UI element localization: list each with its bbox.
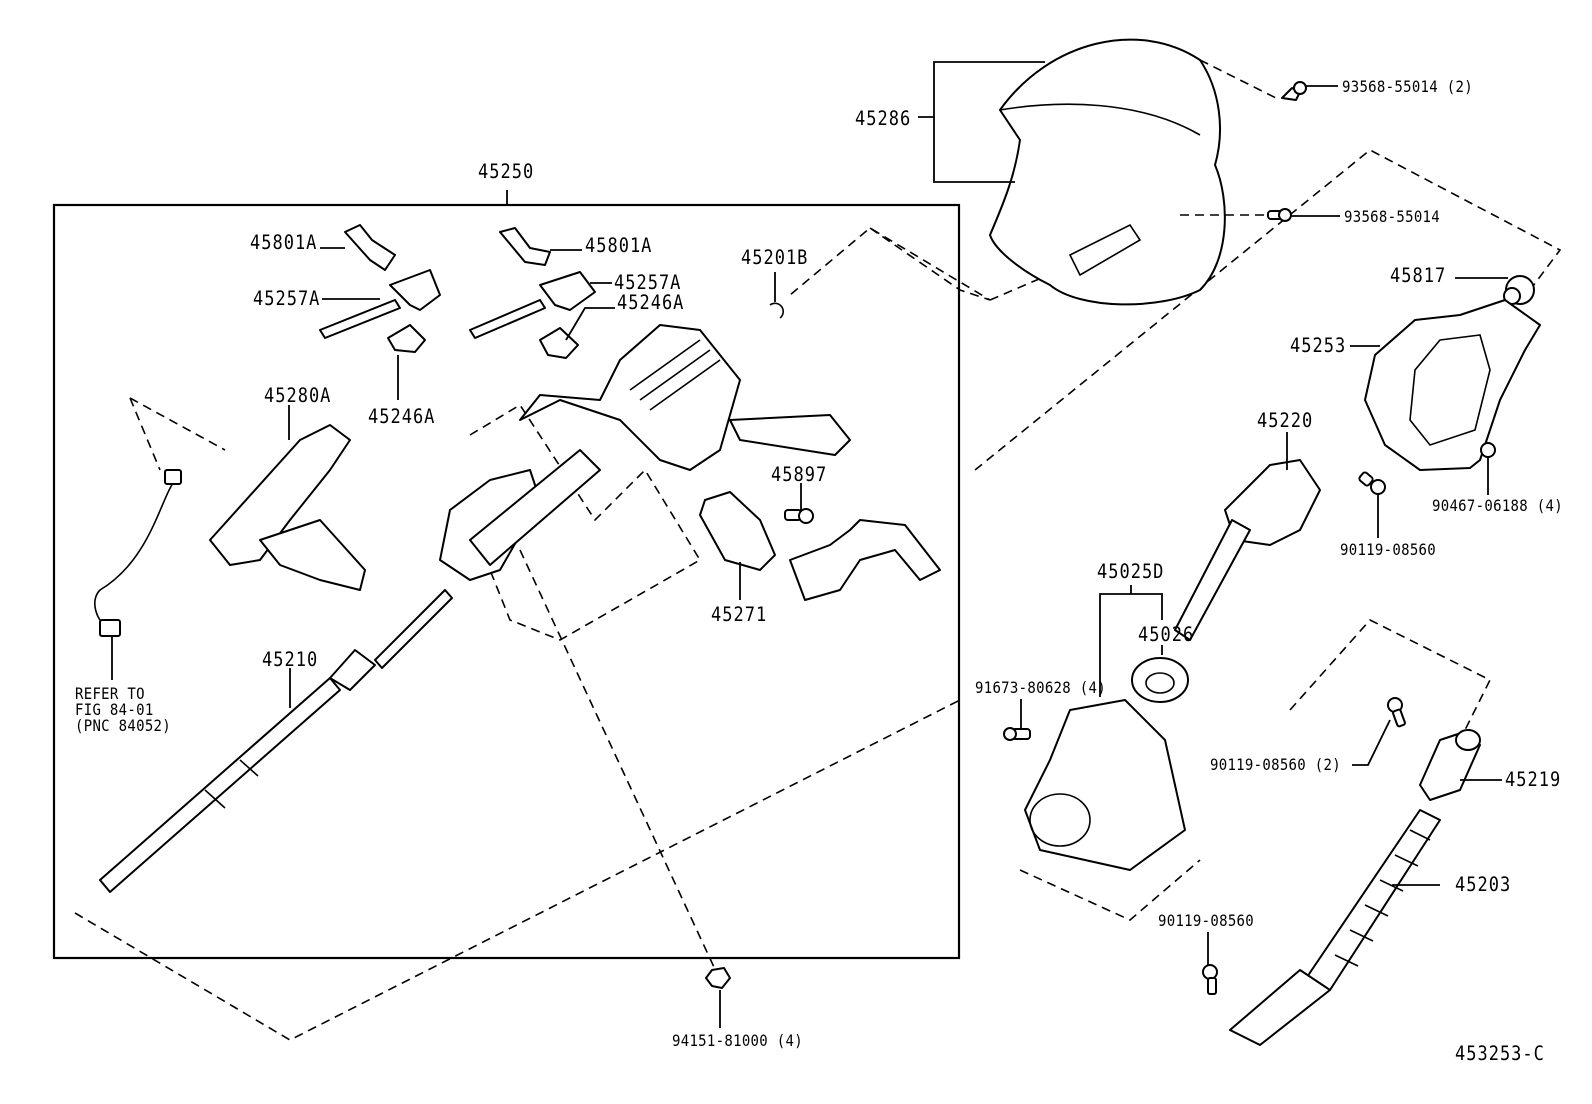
part-45246a-right xyxy=(539,327,579,359)
part-45257a-left xyxy=(319,269,441,339)
reference-note-line2: FIG 84-01 xyxy=(75,701,154,720)
dashed-outline-boot xyxy=(1019,859,1201,921)
bolt-90119-08560-2 xyxy=(1387,697,1406,728)
part-45286-column-cover xyxy=(989,38,1226,306)
dashed-outline-switch-2 xyxy=(129,397,161,471)
part-45219-joint xyxy=(1419,729,1481,801)
part-45246a-left xyxy=(387,324,426,353)
label-45210: 45210 xyxy=(262,648,319,672)
leader-45286-b xyxy=(933,117,1015,183)
part-45201b-clip xyxy=(769,302,784,319)
label-45271: 45271 xyxy=(711,603,768,627)
leader-90119-08560-2 xyxy=(1352,719,1391,766)
label-45897: 45897 xyxy=(771,463,828,487)
label-93568-55014: 93568-55014 xyxy=(1344,208,1441,227)
label-90119-08560-2: 90119-08560 (2) xyxy=(1210,756,1341,775)
bolt-90119-08560-lower xyxy=(1202,964,1218,995)
part-45271-bracket xyxy=(699,491,776,571)
wire-harness xyxy=(94,469,182,637)
screw-93568-55014 xyxy=(1267,208,1292,222)
label-45286: 45286 xyxy=(855,107,912,131)
leader-45246a-right xyxy=(565,307,615,341)
label-90467-06188-4: 90467-06188 (4) xyxy=(1432,497,1563,516)
dashed-line-nut xyxy=(519,549,721,981)
dashed-outline-joint xyxy=(1289,619,1492,741)
label-45201b: 45201B xyxy=(741,246,809,270)
nut-94151-81000 xyxy=(705,967,731,989)
dashed-outline-center xyxy=(469,403,702,641)
label-45026: 45026 xyxy=(1138,623,1195,647)
label-45801a-right: 45801A xyxy=(585,234,653,258)
bolt-91673-80628 xyxy=(1003,727,1031,741)
bolt-90119-08560-upper xyxy=(1358,471,1386,495)
part-45257a-right xyxy=(469,271,596,339)
part-45210-main-shaft xyxy=(99,589,453,893)
part-45026-seal xyxy=(1131,657,1189,703)
label-45246a-right: 45246A xyxy=(617,291,685,315)
part-45253-lower-cover xyxy=(1364,299,1541,471)
label-91673-80628-4: 91673-80628 (4) xyxy=(975,679,1106,698)
label-94151-81000-4: 94151-81000 (4) xyxy=(672,1032,803,1051)
label-45253: 45253 xyxy=(1290,334,1347,358)
part-45801a-left xyxy=(344,224,396,271)
leader-45286 xyxy=(918,61,1045,118)
bolt-45897 xyxy=(784,508,814,524)
label-45220: 45220 xyxy=(1257,409,1314,433)
dashed-outline-right xyxy=(974,149,1562,471)
label-45817: 45817 xyxy=(1390,264,1447,288)
part-column-assembly xyxy=(439,324,851,581)
part-45025d-dash-boot xyxy=(1024,699,1186,871)
label-45219: 45219 xyxy=(1505,768,1562,792)
label-45025d: 45025D xyxy=(1097,560,1165,584)
label-45203: 45203 xyxy=(1455,873,1512,897)
dashed-outline-switch xyxy=(129,397,226,451)
part-tilt-lever xyxy=(789,519,941,601)
dashed-outline-bottom xyxy=(74,699,961,1041)
clip-90467-06188 xyxy=(1480,442,1496,458)
label-45250: 45250 xyxy=(478,160,535,184)
screw-93568-55014-2 xyxy=(1281,81,1307,101)
label-45246a-left: 45246A xyxy=(368,405,436,429)
part-45280a-switch xyxy=(209,424,366,591)
label-45257a-right: 45257A xyxy=(614,271,682,295)
label-90119-08560-upper: 90119-08560 xyxy=(1340,541,1437,560)
part-45817-clip xyxy=(1503,275,1535,305)
label-93568-55014-2: 93568-55014 (2) xyxy=(1342,78,1473,97)
label-90119-08560-lower: 90119-08560 xyxy=(1158,912,1255,931)
diagram-code: 453253-C xyxy=(1455,1042,1545,1066)
reference-note-line3: (PNC 84052) xyxy=(75,717,172,736)
part-45220-intermediate-shaft xyxy=(1174,459,1321,641)
reference-note-line1: REFER TO xyxy=(75,685,145,704)
part-45203-bellows-shaft xyxy=(1229,809,1441,1046)
label-45280a: 45280A xyxy=(264,384,332,408)
label-45801a-left: 45801A xyxy=(250,231,318,255)
part-45801a-right xyxy=(499,227,551,266)
label-45257a-left: 45257A xyxy=(253,287,321,311)
